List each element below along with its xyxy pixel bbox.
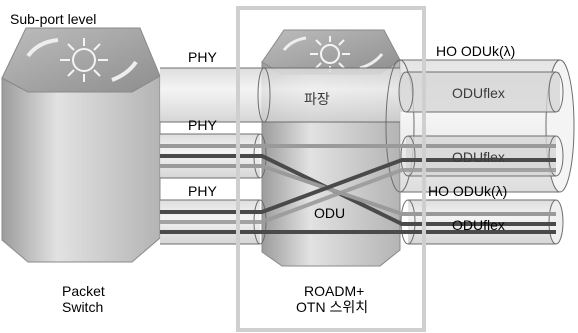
switch-label: Switch	[62, 299, 103, 315]
oduflex-label-2: ODUflex	[452, 149, 505, 165]
phy-label-bottom: PHY	[188, 183, 217, 199]
ho-oduk-tube-top-left-end	[385, 59, 415, 193]
subport-level-label: Sub-port level	[10, 11, 96, 27]
signal-line-mid-light-2	[160, 164, 556, 216]
phy-label-middle: PHY	[188, 117, 217, 133]
packet-switch-arc-left	[26, 38, 59, 58]
sun-emblem-icon	[60, 38, 108, 82]
oduflex-label-1: ODUflex	[452, 85, 505, 101]
wavelength-label: 파장	[304, 91, 330, 107]
packet-switch-body	[1, 75, 161, 263]
phy-tube-top-ring	[257, 67, 271, 123]
packet-switch-arc-right	[111, 60, 138, 82]
packet-switch-device	[1, 27, 161, 263]
odu-label: ODU	[314, 205, 345, 221]
roadm-label-line2: OTN 스위치	[296, 299, 368, 315]
signal-line-bot-dark-cross	[160, 158, 556, 214]
ho-oduk-label-bottom: HO ODUk(λ)	[428, 183, 507, 199]
signal-lines	[160, 144, 556, 234]
roadm-switch-arc-right	[359, 53, 384, 70]
phy-tube-top	[160, 67, 400, 123]
ho-oduk-label-top: HO ODUk(λ)	[436, 43, 515, 59]
roadm-outline-box	[236, 6, 426, 332]
roadm-switch-arc-left	[282, 36, 307, 51]
phy-label-top: PHY	[188, 49, 217, 65]
roadm-label-line1: ROADM+	[304, 283, 364, 299]
sun-emblem-icon	[310, 36, 350, 72]
packet-switch-top	[1, 27, 161, 93]
signal-line-bot-light	[160, 168, 556, 224]
packet-label: Packet	[62, 283, 105, 299]
ho-oduk-tube-top	[385, 59, 575, 193]
oduflex-label-3: ODUflex	[452, 217, 505, 233]
